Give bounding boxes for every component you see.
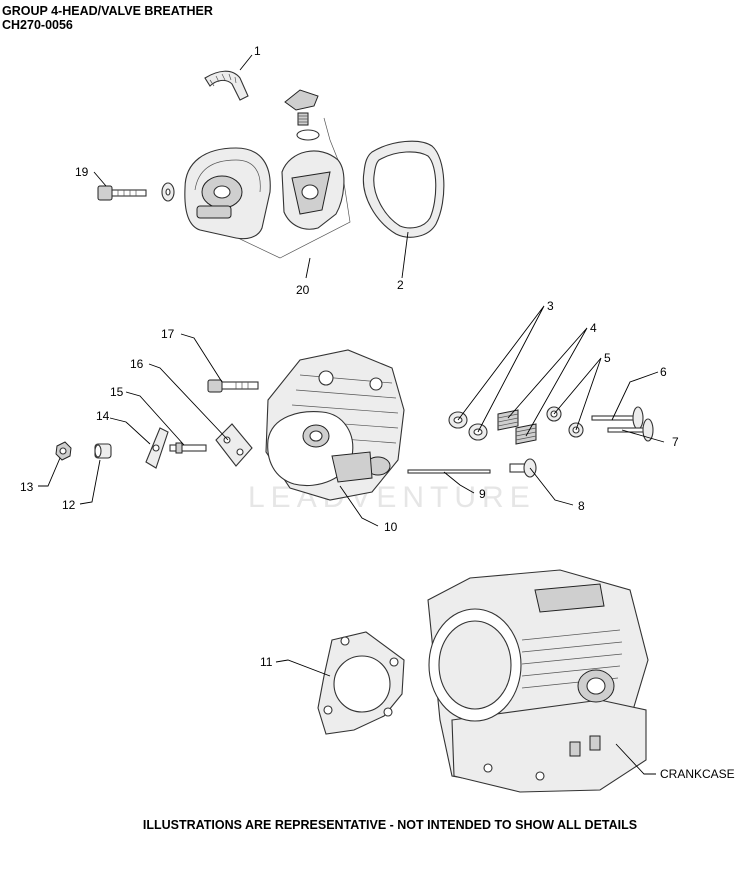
callout-20: 20 xyxy=(296,283,310,297)
stud-icon[interactable] xyxy=(169,442,207,454)
intake-valve-icon[interactable] xyxy=(591,406,644,430)
head-gasket-icon[interactable] xyxy=(317,631,405,735)
callout-17: 17 xyxy=(161,327,175,341)
gasket-icon[interactable] xyxy=(362,140,445,238)
breather-valve-icon[interactable] xyxy=(284,89,320,141)
valve-spring-icon[interactable] xyxy=(497,409,537,445)
spacer-icon[interactable] xyxy=(94,443,112,459)
push-rod-icon[interactable] xyxy=(407,469,491,474)
nut-icon[interactable] xyxy=(55,441,72,461)
callout-10: 10 xyxy=(384,520,398,534)
callout-15: 15 xyxy=(110,385,124,399)
callout-13: 13 xyxy=(20,480,34,494)
tappet-icon[interactable] xyxy=(509,458,537,478)
callout-16: 16 xyxy=(130,357,144,371)
callout-6: 6 xyxy=(660,365,667,379)
callout-11: 11 xyxy=(260,655,273,669)
engine-head-icon[interactable] xyxy=(265,349,405,501)
callout-4: 4 xyxy=(590,321,597,335)
breather-hose-icon[interactable] xyxy=(204,70,249,101)
cover-screw-icon[interactable] xyxy=(97,182,175,202)
callout-14: 14 xyxy=(96,409,110,423)
callout-crankcase: CRANKCASE xyxy=(660,767,735,781)
callout-7: 7 xyxy=(672,435,679,449)
callout-5: 5 xyxy=(604,351,611,365)
callout-2: 2 xyxy=(397,278,404,292)
exhaust-valve-icon[interactable] xyxy=(607,418,654,442)
head-bolt-icon[interactable] xyxy=(207,379,259,393)
callout-labels: 1 2 3 4 5 6 7 8 9 10 11 12 13 14 15 16 1… xyxy=(20,44,735,781)
crankcase-icon[interactable] xyxy=(427,569,649,793)
leader-lines xyxy=(38,54,665,775)
callout-9: 9 xyxy=(479,487,486,501)
callout-19: 19 xyxy=(75,165,89,179)
footer-disclaimer: ILLUSTRATIONS ARE REPRESENTATIVE - NOT I… xyxy=(142,818,638,832)
valve-cover-icon[interactable] xyxy=(184,117,351,259)
diagram-code: CH270-0056 xyxy=(2,18,73,32)
callout-12: 12 xyxy=(62,498,76,512)
callout-8: 8 xyxy=(578,499,585,513)
rocker-arm-icon[interactable] xyxy=(145,427,169,469)
diagram-title: GROUP 4-HEAD/VALVE BREATHER xyxy=(2,4,213,18)
callout-3: 3 xyxy=(547,299,554,313)
callout-1: 1 xyxy=(254,44,261,58)
bracket-plate-icon[interactable] xyxy=(215,423,253,467)
valve-retainer-icon[interactable] xyxy=(546,406,584,438)
